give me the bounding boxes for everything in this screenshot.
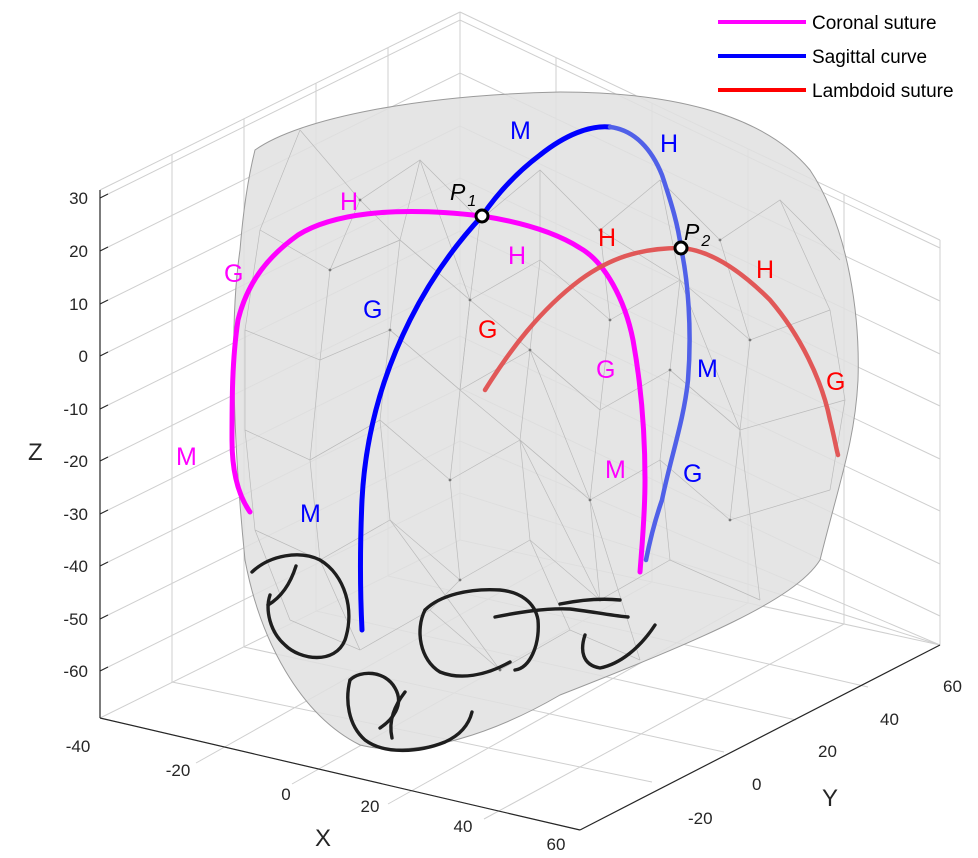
sagittal-label-m-top: M — [510, 117, 531, 145]
y-tick-label: -20 — [688, 809, 713, 828]
x-tick-label: 40 — [454, 817, 473, 836]
sagittal-label-m-low: M — [300, 500, 321, 528]
z-tick-label: -40 — [63, 557, 88, 576]
sagittal-label-m-right: M — [697, 355, 718, 383]
y-tick-label: 0 — [752, 775, 761, 794]
lambdoid-label-g-left: G — [478, 316, 497, 344]
legend: Coronal suture Sagittal curve Lambdoid s… — [718, 13, 954, 102]
sagittal-label-h-top: H — [660, 130, 678, 158]
z-tick-label: 10 — [69, 295, 88, 314]
lambdoid-label-h-right: H — [756, 256, 774, 284]
coronal-label-m-right: M — [605, 456, 626, 484]
x-tick-label: 20 — [361, 797, 380, 816]
z-tick-label: -20 — [63, 452, 88, 471]
legend-label-sagittal: Sagittal curve — [812, 47, 927, 68]
lambdoid-suture-curve — [482, 245, 841, 458]
skull-mesh — [233, 91, 859, 750]
z-tick-label: 20 — [69, 242, 88, 261]
segment-labels: M G H H G M M G M H M G G H H G — [176, 117, 845, 528]
coronal-label-g-left: G — [224, 260, 243, 288]
z-tick-label: -50 — [63, 610, 88, 629]
coronal-label-g-right: G — [596, 356, 615, 384]
lambdoid-label-h-left: H — [598, 224, 616, 252]
x-axis-tick-labels: -40 -20 0 20 40 60 — [66, 737, 566, 854]
coronal-suture-curve — [229, 208, 648, 575]
y-axis-tick-labels: -20 0 20 40 60 — [688, 677, 962, 828]
y-tick-label: 20 — [818, 742, 837, 761]
coronal-label-m-left: M — [176, 443, 197, 471]
point-p1-marker — [474, 208, 490, 224]
z-tick-label: 30 — [69, 189, 88, 208]
y-axis-label: Y — [822, 785, 838, 812]
z-axis-label: Z — [28, 439, 43, 466]
x-tick-label: -40 — [66, 737, 91, 756]
coronal-label-h-left: H — [340, 188, 358, 216]
y-tick-label: 60 — [943, 677, 962, 696]
z-tick-label: -60 — [63, 662, 88, 681]
lambdoid-label-g-right: G — [826, 368, 845, 396]
sagittal-curve — [358, 124, 692, 633]
y-tick-label: 40 — [880, 710, 899, 729]
sagittal-label-g-right: G — [683, 460, 702, 488]
legend-label-coronal: Coronal suture — [812, 13, 937, 34]
z-tick-label: 0 — [79, 347, 88, 366]
x-tick-label: 0 — [281, 785, 290, 804]
legend-label-lambdoid: Lambdoid suture — [812, 81, 954, 102]
point-p2-marker — [673, 240, 689, 256]
x-tick-label: -20 — [166, 761, 191, 780]
z-axis-ticks — [99, 193, 109, 672]
z-axis-tick-labels: 30 20 10 0 -10 -20 -30 -40 -50 -60 — [63, 189, 88, 681]
x-axis-label: X — [315, 825, 331, 852]
skull-base-curves — [250, 553, 657, 753]
sagittal-label-g-left: G — [363, 296, 382, 324]
z-tick-label: -10 — [63, 400, 88, 419]
z-tick-label: -30 — [63, 505, 88, 524]
x-tick-label: 60 — [547, 835, 566, 854]
coronal-label-h-right: H — [508, 242, 526, 270]
axis-lines — [99, 190, 941, 831]
